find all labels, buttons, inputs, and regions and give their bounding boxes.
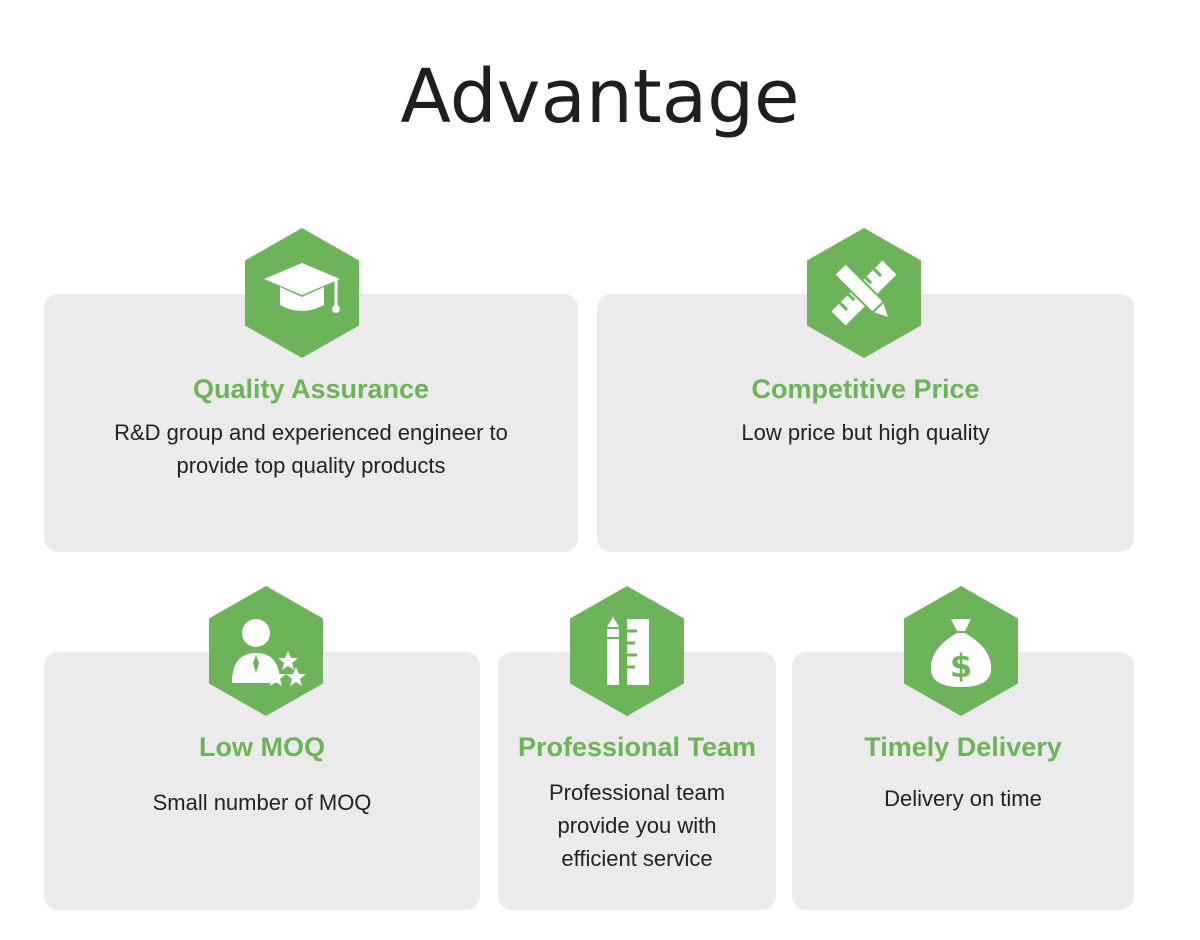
team-hexagon bbox=[570, 586, 684, 716]
pencil-ruler-icon bbox=[831, 260, 897, 326]
card-description-line: Low price but high quality bbox=[741, 420, 990, 445]
card-description: Professional team provide you with effic… bbox=[498, 776, 776, 875]
card-description: Low price but high quality bbox=[597, 416, 1134, 449]
card-description: Delivery on time bbox=[792, 782, 1134, 815]
card-description-line: Delivery on time bbox=[884, 786, 1042, 811]
moq-hexagon bbox=[209, 586, 323, 716]
page-title: Advantage bbox=[400, 54, 800, 140]
delivery-hexagon: $ bbox=[904, 586, 1018, 716]
card-title: Competitive Price bbox=[751, 374, 980, 404]
card-title: Quality Assurance bbox=[192, 374, 430, 404]
pencil-ruler-tools-icon bbox=[607, 617, 649, 685]
hexagon-shape bbox=[209, 586, 323, 716]
card-description-line: Professional team bbox=[548, 780, 726, 805]
card-description-line: Small number of MOQ bbox=[152, 790, 372, 815]
price-hexagon bbox=[807, 228, 921, 358]
card-description-line: R&D group and experienced engineer to bbox=[114, 420, 508, 445]
user-stars-icon bbox=[232, 619, 306, 686]
card-description-line: provide you with bbox=[557, 813, 717, 838]
card-title: Professional Team bbox=[517, 732, 757, 762]
graduation-cap-icon bbox=[264, 263, 340, 313]
svg-text:$: $ bbox=[950, 647, 972, 685]
quality-hexagon bbox=[245, 228, 359, 358]
card-title: Timely Delivery bbox=[864, 732, 1062, 762]
card-description-line: provide top quality products bbox=[176, 453, 446, 478]
card-description-line: efficient service bbox=[561, 846, 713, 871]
card-description: R&D group and experienced engineer to pr… bbox=[44, 416, 578, 482]
money-bag-icon: $ bbox=[930, 619, 992, 687]
card-title: Low MOQ bbox=[199, 732, 325, 762]
card-description: Small number of MOQ bbox=[44, 786, 480, 819]
